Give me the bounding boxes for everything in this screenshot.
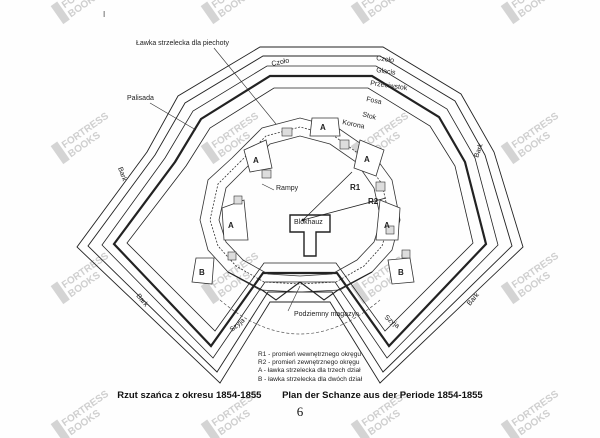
label-blokhauz: Blokhauz xyxy=(294,219,323,226)
gun-platform-left-b xyxy=(191,257,215,285)
label-palisada: Palisada xyxy=(127,95,154,102)
label-gun-a-upper-right: A xyxy=(364,155,370,164)
watermark-logo-block xyxy=(200,281,220,305)
traverse xyxy=(339,139,350,150)
watermark-logo-block xyxy=(350,1,370,25)
escarp-line xyxy=(101,65,499,359)
label-korona: Korona xyxy=(342,119,366,131)
gun-platform-upper-right xyxy=(353,139,385,177)
watermark-logo-block xyxy=(50,419,70,438)
traverse xyxy=(233,195,243,205)
label-r2: R2 xyxy=(368,197,379,206)
radius-r1 xyxy=(302,171,353,221)
watermark-logo-block xyxy=(500,1,520,25)
label-szyja-left: Szyja xyxy=(229,317,247,333)
watermark-logo-block xyxy=(500,419,520,438)
watermark-logo-block xyxy=(200,419,220,438)
counterscarp-outline xyxy=(87,55,513,373)
gorge-right xyxy=(299,271,373,301)
legend-item-a: A - ławka strzelecka dla trzech dział xyxy=(258,367,361,375)
rampart-outer xyxy=(126,87,474,332)
watermark-logo-block xyxy=(200,1,220,25)
label-czolo-inner: Czoło xyxy=(376,55,395,64)
watermark-logo-block xyxy=(50,281,70,305)
label-bark-left-low: Bark xyxy=(134,293,149,309)
gorge-left xyxy=(227,271,301,301)
watermark-logo-block xyxy=(500,281,520,305)
gun-platform-upper-left xyxy=(243,139,273,173)
label-gun-a-upper-left: A xyxy=(253,156,259,165)
legend-item-b: B - ławka strzelecka dla dwóch dział xyxy=(258,375,363,383)
label-gun-b-left: B xyxy=(199,268,205,277)
label-gun-b-right: B xyxy=(398,268,404,277)
gun-platform-front xyxy=(309,117,341,137)
gun-platform-left xyxy=(221,199,249,241)
watermark-logo-block xyxy=(200,141,220,165)
legend-item-r1: R1 - promień wewnętrznego okręgu xyxy=(258,351,361,358)
traverse xyxy=(227,251,237,261)
watermark-logo-block xyxy=(350,281,370,305)
watermark-logo-block xyxy=(350,419,370,438)
label-bark-left: Bark xyxy=(116,166,128,182)
label-gun-a-left: A xyxy=(228,221,234,230)
legend-item-r2: R2 - promień zewnętrznego okręgu xyxy=(258,359,360,367)
blockhouse xyxy=(289,214,331,257)
label-fosa: Fosa xyxy=(366,96,383,106)
leader-palisada xyxy=(149,102,197,131)
palisade-line xyxy=(112,74,488,348)
label-czolo-outer: Czoło xyxy=(271,57,290,68)
gun-platform-right-b xyxy=(387,257,415,285)
label-rampy: Rampy xyxy=(276,185,299,192)
glacis-outline xyxy=(76,46,524,384)
label-r1: R1 xyxy=(350,183,361,192)
leader-magazyn xyxy=(287,285,301,312)
leader-rampy xyxy=(261,183,275,191)
figure-caption: Rzut szańca z okresu 1854-1855 Plan der … xyxy=(0,390,600,401)
label-bark-right-low: Bark xyxy=(466,291,481,307)
traverse xyxy=(385,225,395,235)
label-szyja-right: Szyja xyxy=(383,314,401,330)
label-podziemny-magazyn: Podziemny magazyn xyxy=(294,311,359,318)
traverse xyxy=(375,181,386,192)
label-glacis: Glacis xyxy=(376,67,397,77)
traverse xyxy=(281,127,293,137)
label-gun-a-right: A xyxy=(384,221,390,230)
legend: R1 - promień wewnętrznego okręgu R2 - pr… xyxy=(258,351,362,384)
radius-r2 xyxy=(302,197,387,221)
watermark-logo-block xyxy=(50,141,70,165)
scan-tick-mark: I xyxy=(103,10,106,19)
label-gun-a-front: A xyxy=(320,123,326,132)
watermark-logo-block xyxy=(50,1,70,25)
label-lawka-piechoty: Ławka strzelecka dla piechoty xyxy=(136,40,229,47)
label-bark-right: Bark xyxy=(473,142,485,158)
traverse xyxy=(261,169,272,179)
watermark-logo-block xyxy=(500,141,520,165)
page-number: 6 xyxy=(296,404,304,419)
label-stok: Stok xyxy=(361,111,377,122)
caption-german: Plan der Schanze aus der Periode 1854-18… xyxy=(282,390,483,401)
traverse xyxy=(401,249,411,259)
leader-lawka xyxy=(213,47,277,125)
caption-polish: Rzut szańca z okresu 1854-1855 xyxy=(117,390,262,401)
